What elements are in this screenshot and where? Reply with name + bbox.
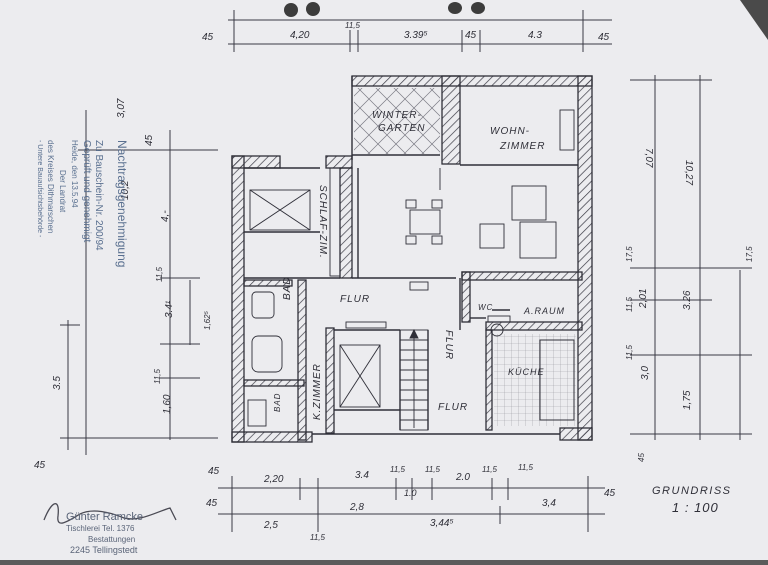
- dim-top-7: 45: [598, 32, 610, 43]
- company-line-1: Tischlerei Tel. 1376: [66, 524, 135, 533]
- kitchen-counter: [539, 339, 575, 421]
- dim-bottom-2: 2,20: [263, 474, 284, 485]
- drawing-title: GRUNDRISS: [652, 485, 732, 497]
- dim-bottom-7: 11,5: [482, 465, 498, 474]
- dim-top-4: 3.39⁵: [404, 30, 428, 41]
- stamp-line-5: Der Landrat: [58, 170, 67, 213]
- dim-right-7: 17,5: [745, 246, 754, 262]
- stamp-line-7: - Untere Bauaufsichtsbehörde -: [36, 140, 43, 238]
- room-label-flur-top: FLUR: [340, 294, 370, 305]
- dim-right-9: 11,5: [625, 344, 634, 360]
- dim-bottom-1: 45: [208, 466, 220, 477]
- signature: [43, 503, 177, 524]
- dim-bottom-11: 45: [206, 498, 218, 509]
- stamp-line-1: Nachtragsgenehmigung: [115, 140, 129, 267]
- room-label-wintergarten-2: GARTEN: [378, 123, 426, 134]
- paper-shadow-right: [740, 0, 768, 40]
- dim-bottom-12: 2,8: [349, 502, 364, 513]
- dim-right-10: 1,75: [682, 390, 693, 410]
- room-label-kinderzimmer: K.ZIMMER: [312, 363, 323, 420]
- room-label-wintergarten-1: WINTER-: [372, 110, 422, 121]
- dim-left-5: 11,5: [155, 266, 164, 282]
- dim-bottom-6: 2.0: [455, 472, 470, 483]
- company-name: Günter Ramcke: [66, 511, 143, 523]
- room-label-wohnzimmer-2: ZIMMER: [499, 141, 545, 152]
- room-label-flur-mid: FLUR: [443, 330, 454, 360]
- dim-right-3: 17,5: [625, 246, 634, 262]
- room-label-abstellraum: A.RAUM: [523, 306, 565, 316]
- dim-bottom-14: 2,5: [263, 520, 278, 531]
- drawing-scale: 1 : 100: [672, 500, 719, 515]
- room-label-wohnzimmer-1: WOHN-: [490, 126, 530, 137]
- dim-left-7: 1,62⁵: [203, 310, 212, 330]
- company-line-3: 2245 Tellingstedt: [70, 545, 138, 555]
- room-label-kueche: KÜCHE: [508, 367, 545, 377]
- staircase: [399, 328, 429, 431]
- dim-top-6: 4.3: [528, 30, 542, 41]
- room-label-bad-top: BAD: [282, 276, 293, 300]
- stamp-line-3: Geprüft und genehmigt: [81, 140, 92, 243]
- dim-right-5: 2,01: [638, 289, 649, 309]
- dim-bottom-16: 11,5: [310, 533, 326, 542]
- dim-right-4: 11,5: [625, 296, 634, 312]
- dim-right-11: 45: [637, 453, 646, 462]
- dim-bottom-15: 3,44⁵: [430, 518, 454, 529]
- dim-right-6: 3.26: [682, 290, 693, 310]
- punch-holes: [284, 2, 485, 17]
- company-line-2: Bestattungen: [88, 535, 135, 544]
- dim-bottom-8: 11,5: [518, 463, 534, 472]
- dim-top-2: 4,20: [290, 30, 310, 41]
- approval-stamp: Nachtragsgenehmigung: [115, 140, 129, 267]
- company-stamp: Günter Ramcke Tischlerei Tel. 1376 Besta…: [66, 511, 143, 555]
- dim-bottom-10: 1.0: [404, 488, 417, 498]
- dim-bottom-13: 3,4: [542, 498, 556, 509]
- dim-right-8: 3,0: [640, 366, 651, 380]
- stamp-line-2: Zu Bauschein-Nr. 200/94: [93, 140, 104, 251]
- dim-bottom-4: 11,5: [390, 465, 406, 474]
- dim-left-9: 1,60: [162, 394, 173, 414]
- dim-right-2: 10,27: [683, 160, 694, 185]
- room-label-flur-bottom: FLUR: [438, 402, 468, 413]
- room-label-wc: WC: [478, 303, 493, 312]
- wintergarten-floor: [354, 88, 440, 154]
- stamp-line-6: des Kreises Dithmarschen: [46, 140, 55, 233]
- dim-right-1: 7,07: [643, 148, 654, 168]
- stamp-line-4: Heide, den 13.5.94: [70, 140, 79, 208]
- dimension-lines: [60, 10, 752, 532]
- approval-stamp-details: Zu Bauschein-Nr. 200/94 Geprüft und gene…: [36, 140, 104, 251]
- dim-top-3: 11,5: [345, 21, 361, 30]
- room-label-schlafzimmer: SCHLAF-ZIM.: [317, 185, 328, 259]
- dim-left-2: 45: [144, 134, 155, 146]
- furniture: [247, 109, 575, 427]
- floor-plan-walls: [231, 75, 593, 443]
- dim-bottom-9: 45: [604, 488, 616, 499]
- dim-left-8: 11,5: [153, 368, 162, 384]
- room-label-bad-bottom: BAD: [273, 393, 282, 412]
- dim-left-6: 3.4¹: [164, 300, 175, 318]
- dim-bottom-3: 3.4: [355, 470, 369, 481]
- dim-left-3: 10,2: [120, 180, 131, 200]
- dim-top-1: 45: [202, 32, 214, 43]
- dim-left-11: 3.5: [52, 376, 63, 390]
- kitchen-floor: [494, 334, 576, 426]
- dim-left-10: 45: [34, 460, 46, 471]
- dim-left-1: 3,07: [116, 98, 127, 118]
- dim-top-5: 45: [465, 30, 477, 41]
- dim-left-4: 4,-: [160, 210, 171, 222]
- dim-bottom-5: 11,5: [425, 465, 441, 474]
